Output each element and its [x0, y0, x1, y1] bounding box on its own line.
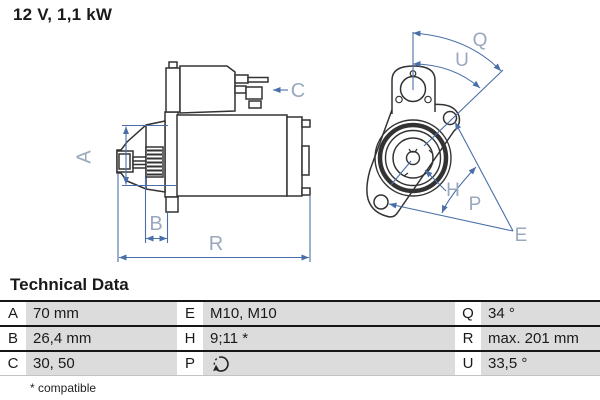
dim-label-r: R [209, 233, 223, 255]
param-key: C [0, 352, 26, 375]
counterclockwise-rotation-icon [213, 355, 229, 372]
dim-label-b: B [149, 213, 162, 235]
table-row: B 26,4 mm H 9;11 * R max. 201 mm [0, 325, 600, 350]
technical-drawing: A B C R [73, 30, 528, 262]
page-title: 12 V, 1,1 kW [13, 5, 113, 24]
param-value: 33,5 ° [481, 352, 600, 375]
front-view-dimensions [388, 30, 514, 232]
param-value [203, 352, 455, 375]
param-key: B [0, 327, 26, 350]
param-key: P [177, 352, 203, 375]
param-key: R [455, 327, 481, 350]
dim-label-q: Q [473, 30, 488, 51]
param-value: 70 mm [26, 302, 177, 325]
dim-label-e: E [515, 225, 528, 246]
param-value: M10, M10 [203, 302, 455, 325]
compatibility-footnote: * compatible [30, 381, 97, 395]
table-row: C 30, 50 P U 33,5 ° [0, 350, 600, 375]
param-value: max. 201 mm [481, 327, 600, 350]
param-value: 34 ° [481, 302, 600, 325]
technical-data-heading: Technical Data [10, 275, 129, 294]
table-row: A 70 mm E M10, M10 Q 34 ° [0, 300, 600, 325]
dim-label-a: A [73, 150, 95, 164]
dim-label-h: H [446, 180, 460, 201]
starter-motor-side-view [116, 61, 311, 213]
param-key: H [177, 327, 203, 350]
param-value: 9;11 * [203, 327, 455, 350]
dim-label-p: P [469, 194, 482, 215]
param-key: A [0, 302, 26, 325]
dim-label-u: U [455, 50, 469, 71]
param-key: E [177, 302, 203, 325]
param-value: 30, 50 [26, 352, 177, 375]
dim-label-c: C [291, 80, 305, 102]
param-value: 26,4 mm [26, 327, 177, 350]
param-key: Q [455, 302, 481, 325]
param-key: U [455, 352, 481, 375]
technical-data-table: A 70 mm E M10, M10 Q 34 ° B 26,4 mm H 9;… [0, 300, 600, 376]
side-view-dimensions [117, 87, 311, 262]
